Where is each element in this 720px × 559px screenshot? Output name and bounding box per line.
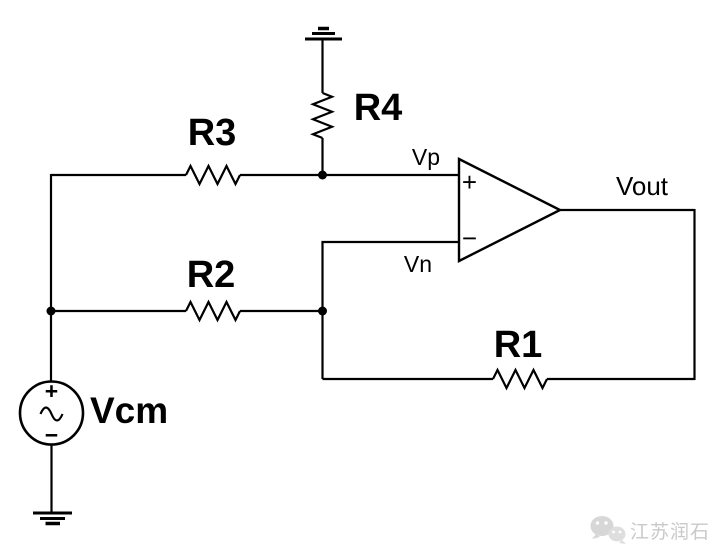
- net-label-vn: Vn: [404, 251, 432, 277]
- resistor-r4-label: R4: [354, 87, 403, 129]
- resistor-r1-label: R1: [494, 324, 543, 366]
- resistor-r3: [185, 163, 241, 187]
- net-label-vout: Vout: [616, 171, 669, 201]
- source-minus-mark: −: [45, 422, 58, 448]
- wire-vn-node-to-opamp-minus: [321, 240, 459, 311]
- watermark: 江苏润石: [590, 516, 710, 544]
- node-dot-vp: [318, 170, 327, 180]
- source-plus-mark: +: [45, 378, 58, 404]
- sine-wave-icon: [39, 406, 64, 422]
- vcm-source-label: Vcm: [90, 390, 168, 431]
- wechat-icon: [590, 516, 626, 544]
- opamp-plus-mark: +: [462, 167, 477, 197]
- node-dot-left-rail: [46, 306, 56, 316]
- resistor-r4: [310, 91, 335, 140]
- opamp-triangle: [457, 157, 563, 263]
- resistor-r2: [185, 299, 241, 323]
- ground-icon-bottom: [33, 511, 72, 526]
- opamp-minus-mark: −: [462, 223, 477, 253]
- net-label-vp: Vp: [412, 144, 440, 170]
- ground-icon-top: [305, 26, 342, 41]
- resistor-r1: [492, 367, 548, 391]
- resistor-r2-label: R2: [187, 254, 236, 296]
- watermark-text: 江苏润石: [630, 521, 710, 543]
- resistor-r3-label: R3: [188, 112, 237, 154]
